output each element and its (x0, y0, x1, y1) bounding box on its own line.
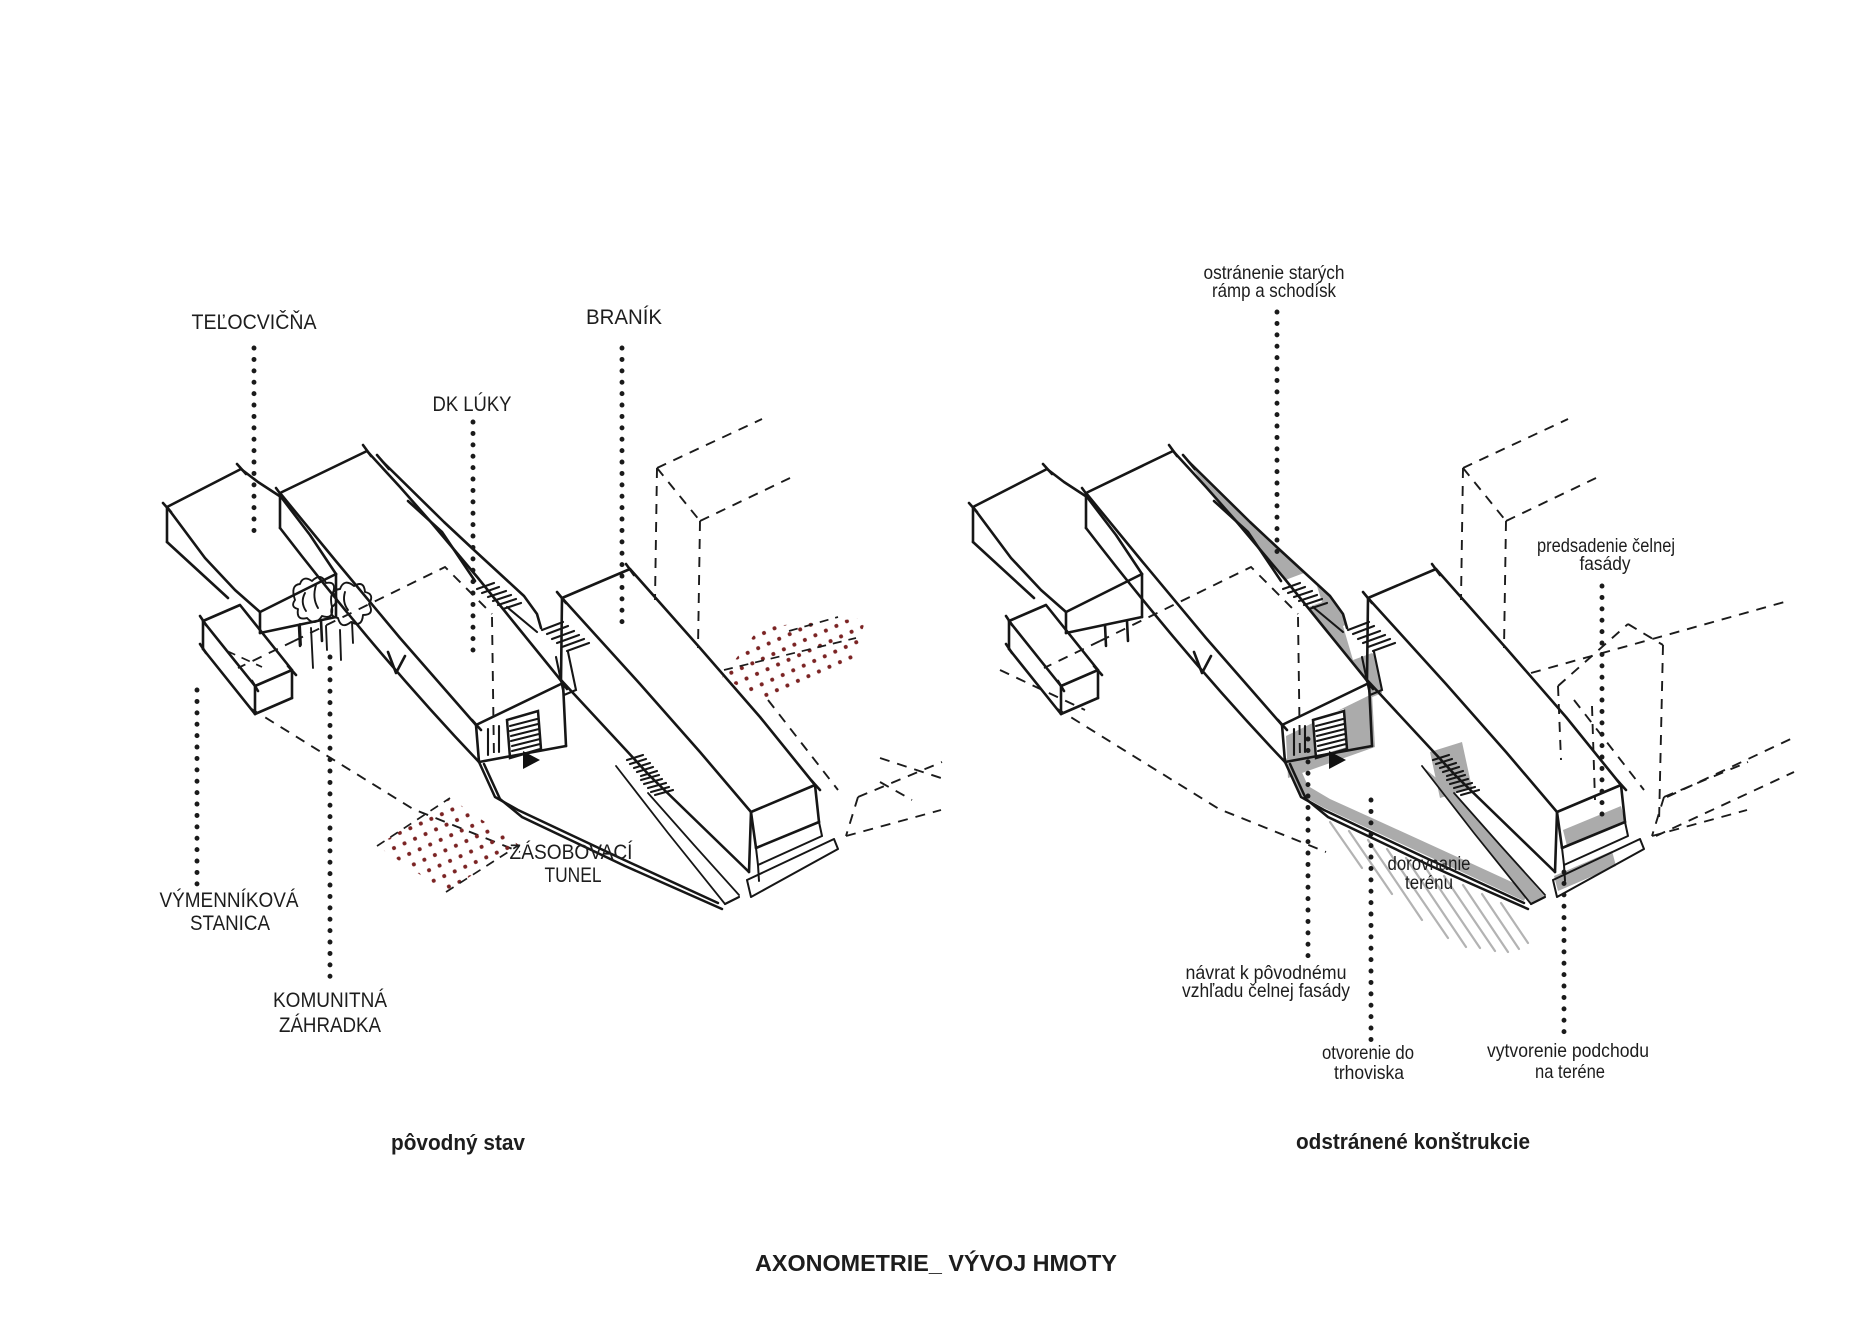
svg-text:ZÁSOBOVACÍ: ZÁSOBOVACÍ (510, 841, 633, 864)
svg-text:vytvorenie podchodu: vytvorenie podchodu (1487, 1040, 1649, 1062)
svg-text:KOMUNITNÁ: KOMUNITNÁ (273, 989, 387, 1012)
svg-text:terénu: terénu (1405, 872, 1453, 894)
svg-text:TUNEL: TUNEL (545, 864, 602, 887)
svg-text:TEĽOCVIČŇA: TEĽOCVIČŇA (192, 311, 317, 334)
svg-text:predsadenie čelnej: predsadenie čelnej (1537, 535, 1675, 557)
svg-text:BRANÍK: BRANÍK (586, 306, 662, 329)
svg-text:AXONOMETRIE_ VÝVOJ HMOTY: AXONOMETRIE_ VÝVOJ HMOTY (755, 1249, 1117, 1276)
svg-text:dorovnanie: dorovnanie (1388, 853, 1471, 875)
svg-text:ostránenie starých: ostránenie starých (1204, 262, 1345, 284)
svg-text:otvorenie do: otvorenie do (1322, 1042, 1414, 1064)
svg-text:STANICA: STANICA (190, 912, 270, 935)
svg-text:trhoviska: trhoviska (1334, 1062, 1404, 1084)
svg-text:ZÁHRADKA: ZÁHRADKA (279, 1014, 381, 1037)
svg-text:návrat k pôvodnému: návrat k pôvodnému (1186, 962, 1347, 984)
svg-text:DK LÚKY: DK LÚKY (433, 393, 512, 416)
svg-text:fasády: fasády (1580, 553, 1631, 575)
svg-text:pôvodný stav: pôvodný stav (391, 1130, 526, 1155)
svg-text:odstránené konštrukcie: odstránené konštrukcie (1296, 1129, 1530, 1154)
svg-text:VÝMENNÍKOVÁ: VÝMENNÍKOVÁ (160, 889, 299, 912)
svg-text:na teréne: na teréne (1535, 1061, 1605, 1083)
svg-text:rámp a schodísk: rámp a schodísk (1212, 280, 1336, 302)
svg-text:vzhľadu čelnej fasády: vzhľadu čelnej fasády (1182, 980, 1350, 1002)
